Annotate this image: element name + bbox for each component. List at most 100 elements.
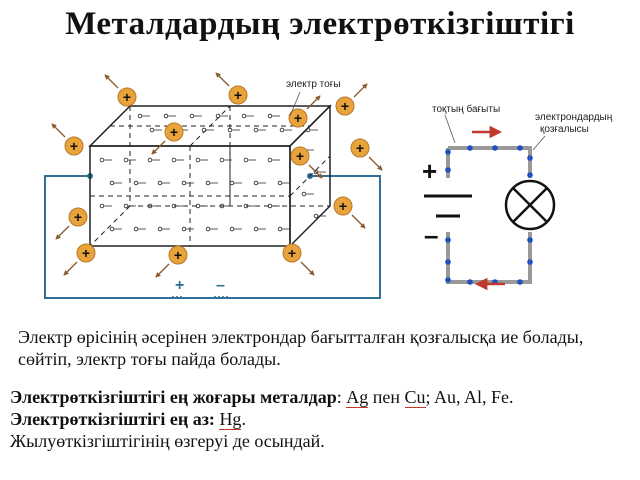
electron-26 [133,226,146,232]
svg-text:+: + [82,245,90,261]
wire-electron-10 [445,277,451,283]
ion-2: + [215,72,248,105]
electron-31 [253,226,266,232]
svg-text:+: + [288,245,296,261]
electron-8 [267,157,280,163]
wire-electron-11 [467,279,473,285]
electron-40 [149,127,162,133]
label-electric-current: электр тоғы [286,79,341,90]
label-current-pointer [289,91,301,117]
electron-44 [253,127,266,133]
electron-14 [229,180,242,186]
wire-electron-9 [445,259,451,265]
electron-3 [147,157,160,163]
svg-text:+: + [294,110,302,126]
ion-1: + [104,74,137,107]
electron-37 [241,113,254,119]
electron-42 [201,127,214,133]
svg-text:+: + [123,89,131,105]
electron-1 [99,157,112,163]
facts-block: Электрөткізгіштігі ең жоғары металдар: A… [10,386,630,452]
wire-electron-13 [517,279,523,285]
ion-10: + [333,196,366,229]
wire-electron-3 [467,145,473,151]
wire-electron-14 [527,259,533,265]
external-wire [44,175,381,299]
lamp-cross-b [512,187,548,223]
svg-text:+: + [356,140,364,156]
label-current-direction: тоқтың бағыты [432,103,500,115]
electron-32 [277,226,290,232]
page-title: Металдардың электрөткізгіштігі [65,6,575,42]
positive-ions: + + + + + + + + + + + + + [51,72,383,278]
conductivity-diagram: + + + + + + + + + + + + + + – электр тоғы + – тоқтың… [44,72,613,299]
battery-minus-sign: – [424,220,438,250]
free-electrons [99,113,326,232]
fact-highest-conductivity: Электрөткізгіштігі ең жоғары металдар: A… [10,387,514,408]
svg-text:+: + [339,198,347,214]
electron-16 [277,180,290,186]
electron-6 [219,157,232,163]
label-direction-pointer [444,114,456,144]
svg-text:+: + [234,87,242,103]
ion-6: + [51,123,84,156]
wire-electron-7 [527,172,533,178]
electron-46 [305,127,318,133]
svg-text:+: + [170,124,178,140]
electron-7 [243,157,256,163]
ion-13: + [282,243,315,276]
terminal-minus-sign: – [216,277,225,294]
electron-12 [181,180,194,186]
block-grid-lines [90,105,331,246]
electron-13 [205,180,218,186]
svg-text:+: + [70,138,78,154]
electron-5 [195,157,208,163]
electron-35 [189,113,202,119]
svg-text:+: + [296,148,304,164]
electron-20 [171,203,184,209]
electron-24 [267,203,280,209]
electron-4 [171,157,184,163]
electron-21 [195,203,208,209]
fact-thermal-conductivity: Жылуөткізгіштігінің өзгеруі де осындай. [10,431,325,451]
wire-electron-8 [445,237,451,243]
electron-19 [147,203,160,209]
electron-49 [301,191,314,197]
electron-50 [313,213,326,219]
ion-3: + [335,83,368,116]
ion-4: + [151,122,184,155]
metal-ag: Ag [346,387,369,408]
electron-36 [215,113,228,119]
label-electron-motion-2: қозғалысы [540,124,589,135]
wire-electron-1 [445,149,451,155]
electron-27 [157,226,170,232]
electron-34 [163,113,176,119]
ion-8: + [290,146,323,179]
terminal-plus-sign: + [175,277,184,294]
ion-12: + [155,245,188,278]
electron-48 [313,169,326,175]
electron-30 [229,226,242,232]
electron-15 [253,180,266,186]
electron-45 [279,127,292,133]
electron-33 [137,113,150,119]
metal-block [88,104,332,248]
electron-9 [109,180,122,186]
electron-17 [99,203,112,209]
battery-plus-sign: + [422,156,437,186]
electron-25 [109,226,122,232]
svg-text:+: + [74,209,82,225]
svg-text:+: + [341,98,349,114]
electron-43 [227,127,240,133]
metal-cu: Cu [404,387,426,408]
simple-circuit: + – тоқтың бағыты электрондардың қозғалы… [422,103,613,291]
electron-38 [267,113,280,119]
label-electron-motion-1: электрондардың [535,112,613,123]
electron-29 [205,226,218,232]
wire-electron-4 [492,145,498,151]
svg-text:+: + [174,247,182,263]
wire-electron-6 [527,155,533,161]
electron-18 [123,203,136,209]
electron-2 [123,157,136,163]
electron-10 [133,180,146,186]
